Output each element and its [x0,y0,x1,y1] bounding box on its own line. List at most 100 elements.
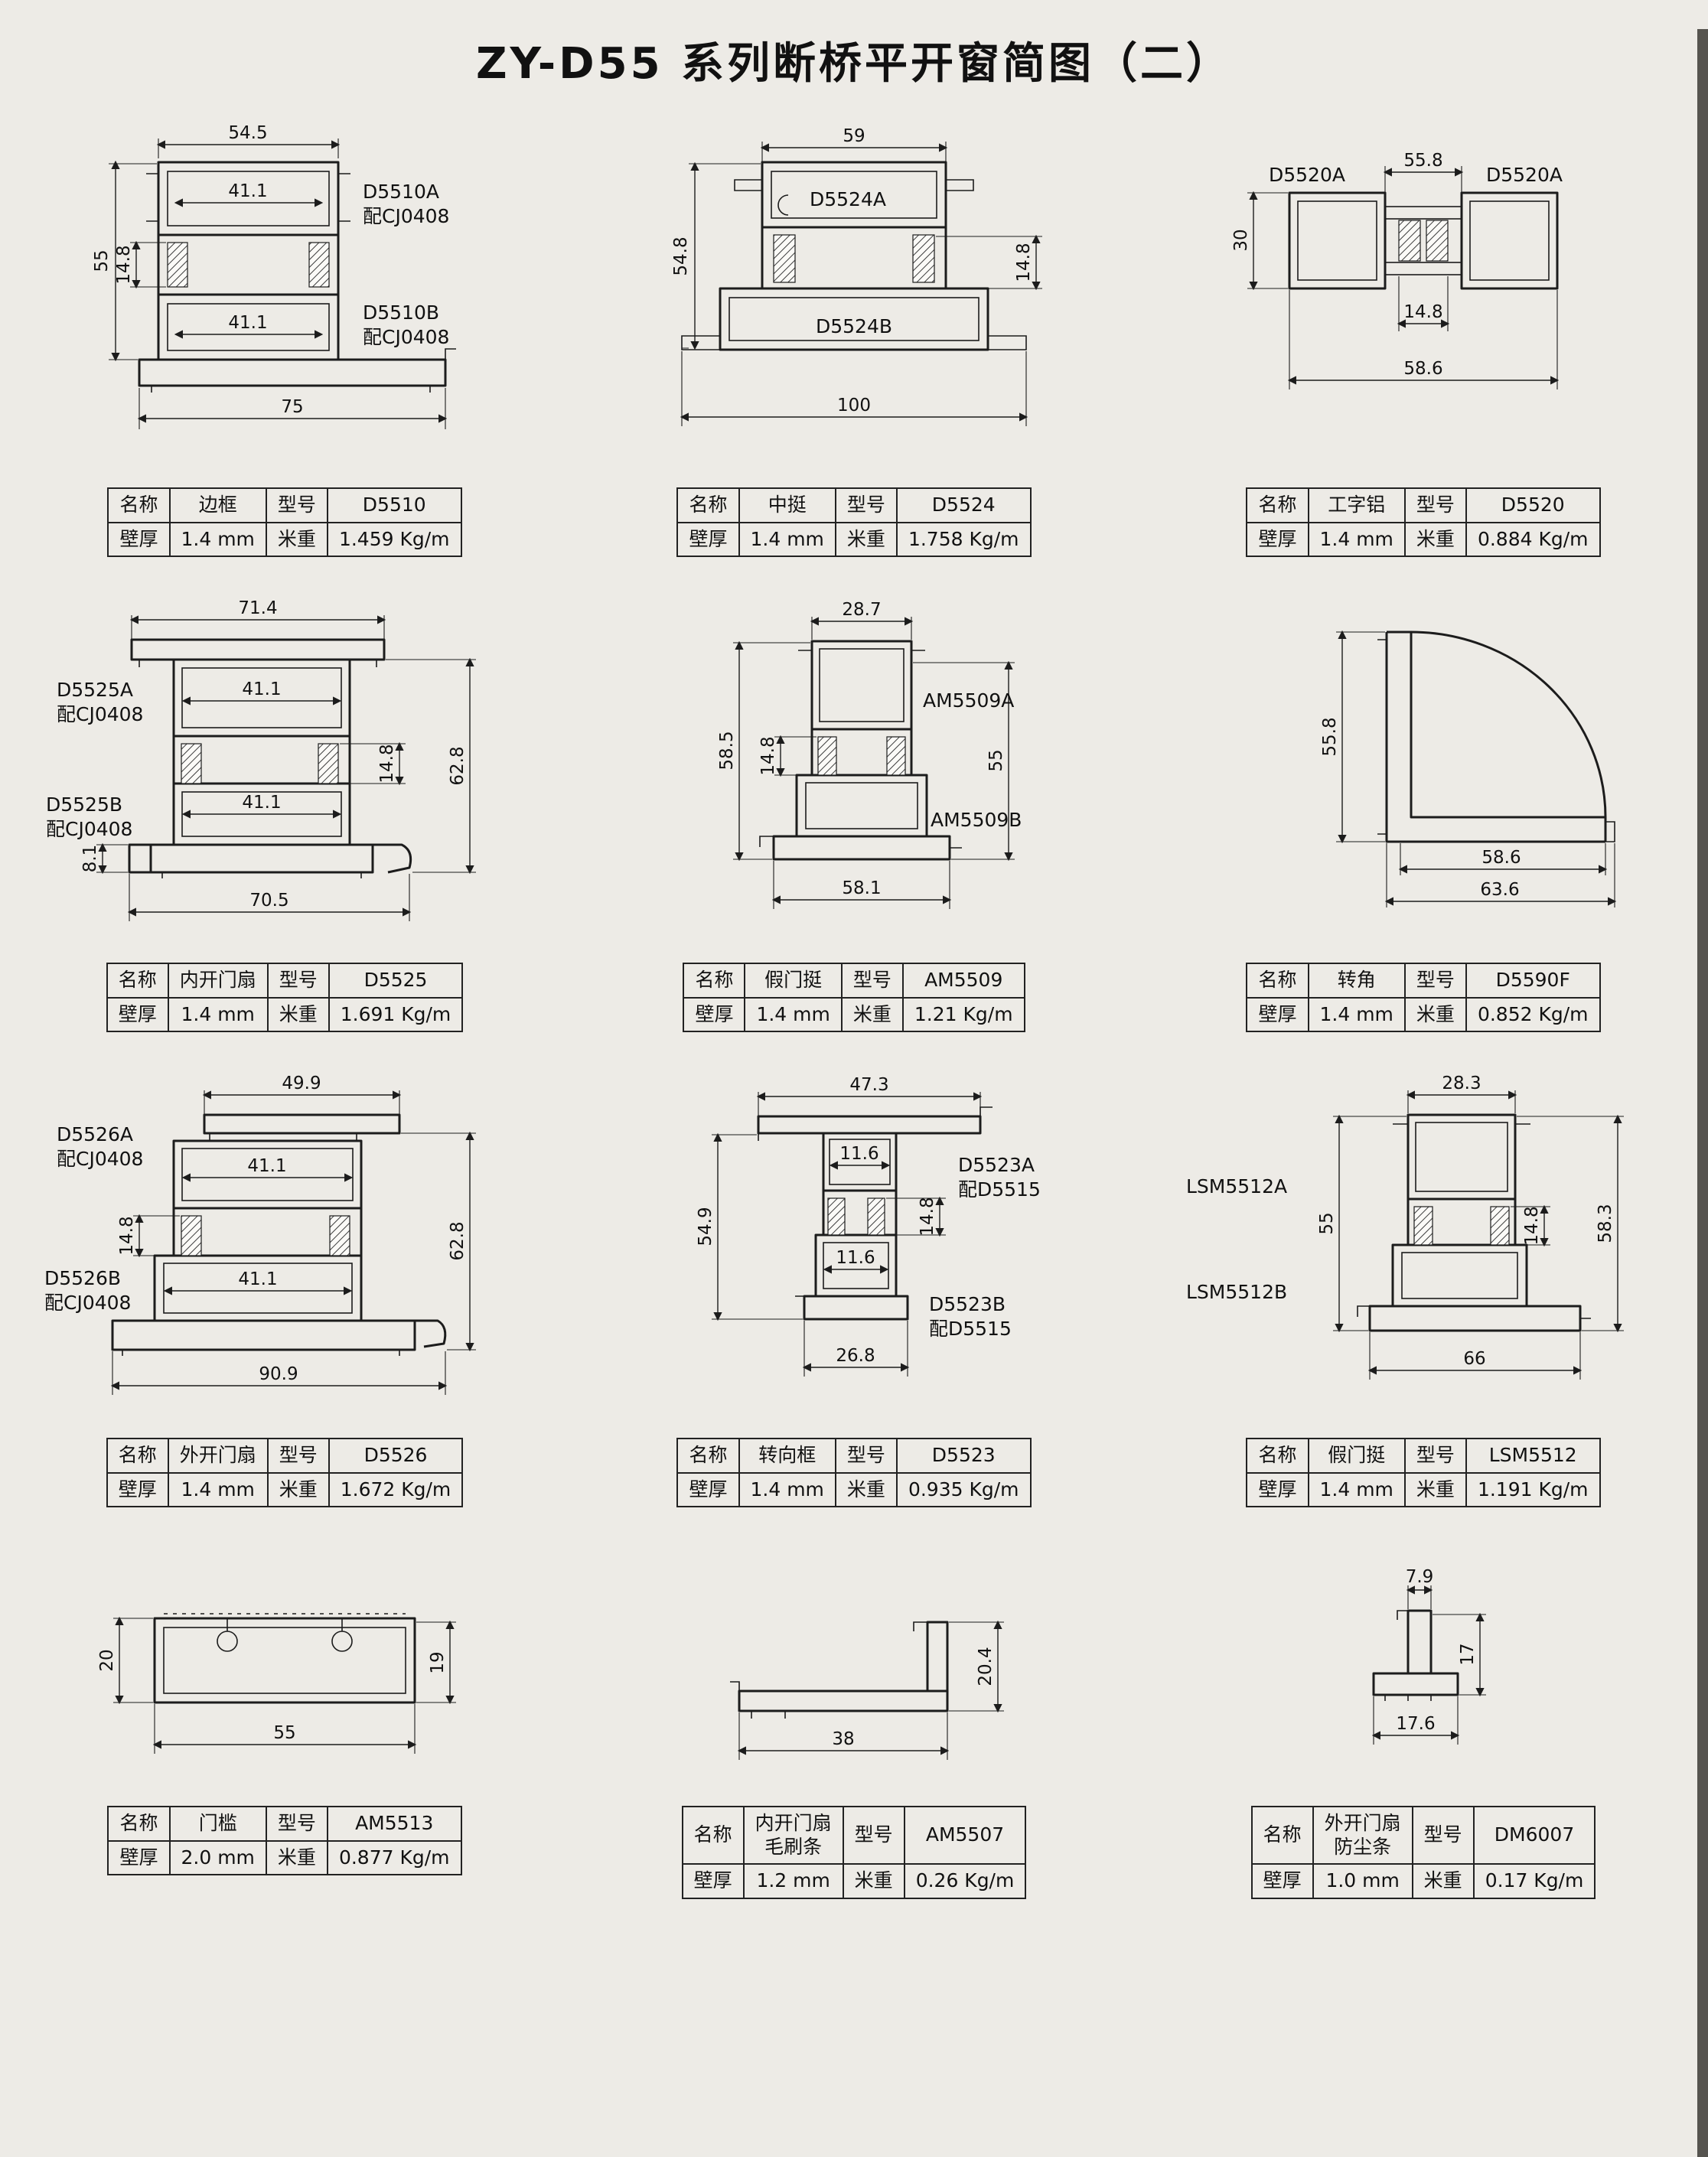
spec-name-label: 名称 [106,963,169,999]
drawing-d5524: 59 54.8 14.8 100 D5524A D5524B [671,126,1042,426]
extension-lines [712,1092,981,1377]
spec-table-d5524: 名称 中挺 型号 D5524 壁厚 1.4 mm 米重 1.758 Kg/m [676,487,1032,557]
dim-overall: 66 [1463,1349,1485,1369]
drawing-d5590f: 55.8 58.6 63.6 [1320,630,1617,907]
spec-name-value: 外开门扇 防尘条 [1312,1806,1413,1865]
dim-inner-top: 41.1 [228,181,267,201]
profile-detail [1377,639,1615,842]
thermal-break-hatch [1426,220,1449,262]
profile-outline [1372,1609,1459,1696]
dim-top: 59 [843,126,865,146]
extension-lines [733,617,1015,909]
profile-outline [111,1113,447,1351]
profile-detail [1384,1610,1432,1701]
part-labels: D5520A D5520A [1269,164,1563,186]
part-label-a1: D5526A [57,1123,133,1145]
extension-lines [96,615,476,921]
thermal-break-hatch [318,743,339,784]
dimension-lines [1335,1090,1622,1375]
spec-weight-label: 米重 [1411,1863,1475,1899]
spec-weight-value: 1.758 Kg/m [895,521,1032,557]
part-label-b2: 配CJ0408 [46,818,132,840]
dimension-lines [737,1620,1002,1755]
dimension-lines [111,140,448,423]
profile-outline [738,1621,949,1712]
spec-thickness-label: 壁厚 [106,1471,169,1507]
spec-model-value: D5510 [326,487,462,523]
dim-overall: 58.6 [1403,359,1442,379]
spec-weight-value: 0.26 Kg/m [903,1863,1027,1899]
part-label-a1: D5520A [1269,164,1345,186]
panel-dm6007: 7.9 17 17.6 名称 外开门扇 防尘条 型号 DM6007 壁厚 1.0… [1139,1527,1708,1919]
panel-d5590f: 55.8 58.6 63.6 名称 转角 型号 D5590F 壁厚 1.4 mm… [1139,577,1708,1052]
panel-d5523: 47.3 11.6 54.9 14.8 11.6 26.8 D5523A 配D5… [569,1052,1139,1527]
spec-weight-value: 0.852 Kg/m [1465,996,1601,1032]
spec-table-d5523: 名称 转向框 型号 D5523 壁厚 1.4 mm 米重 0.935 Kg/m [676,1438,1032,1507]
spec-weight-label: 米重 [834,521,898,557]
drawing-d5510: 54.5 41.1 55 14.8 41.1 75 D5510A 配CJ0408… [92,123,456,429]
spec-model-value: D5523 [895,1438,1032,1474]
spec-model-label: 型号 [265,1806,328,1842]
profile-detail [1297,200,1550,281]
profile-detail [146,171,456,393]
spec-name-value: 转角 [1307,963,1406,999]
dim-height: 54.8 [671,236,691,275]
spec-name-label: 名称 [106,1438,169,1474]
scan-edge [1697,29,1708,2157]
part-label-a1: D5525A [57,679,133,701]
spec-thickness-value: 1.2 mm [742,1863,844,1899]
drawing-dm6007: 7.9 17 17.6 [1371,1567,1486,1745]
dim-height-right: 55 [986,749,1006,771]
part-label-b1: LSM5512B [1186,1281,1287,1303]
spec-name-label: 名称 [1246,963,1309,999]
dim-break: 14.8 [117,1216,137,1255]
dim-inner-width: 58.6 [1481,848,1521,868]
spec-weight-label: 米重 [840,996,904,1032]
dimension-labels: 7.9 17 17.6 [1396,1567,1478,1734]
part-label-a1: LSM5512A [1186,1175,1287,1197]
spec-thickness-label: 壁厚 [1246,1471,1309,1507]
dim-top: 49.9 [282,1074,321,1093]
dimension-labels: 28.3 55 14.8 58.3 66 [1317,1074,1615,1369]
dim-break: 14.8 [1014,243,1034,282]
part-labels: D5526A 配CJ0408 D5526B 配CJ0408 [44,1123,143,1314]
dimension-labels: 55.8 30 14.8 58.6 [1231,151,1443,379]
part-label-a2: 配D5515 [958,1178,1041,1201]
thermal-break-hatch [1398,220,1421,262]
panel-d5524: 59 54.8 14.8 100 D5524A D5524B 名称 中挺 型号 … [569,102,1139,577]
spec-name-label: 名称 [1246,487,1309,523]
drawing-am5507: 38 20.4 [730,1620,1004,1760]
thermal-break-hatch [167,242,188,288]
dimension-labels: 47.3 11.6 54.9 14.8 11.6 26.8 [696,1075,937,1366]
spec-name-value: 转向框 [738,1438,836,1474]
spec-weight-value: 0.17 Kg/m [1472,1863,1596,1899]
spec-thickness-value: 2.0 mm [168,1839,267,1875]
spec-name-value: 假门挺 [744,963,843,999]
part-label-a2: 配CJ0408 [57,1148,143,1170]
spec-name-value: 外开门扇 [167,1438,269,1474]
spec-name-label: 名称 [1250,1806,1314,1865]
spec-model-value: D5524 [895,487,1032,523]
dim-height-right: 19 [428,1651,448,1673]
profile-detail [1357,1122,1591,1319]
thermal-break-hatch [912,234,935,283]
dimension-lines [1249,168,1560,385]
dim-top: 7.9 [1406,1567,1434,1587]
dim-overall: 58.1 [842,878,881,898]
extension-lines [1247,166,1558,389]
dim-inner-bottom: 11.6 [836,1248,875,1268]
thermal-break-hatch [329,1215,350,1256]
dim-inner-bottom: 41.1 [242,793,281,813]
spec-name-value: 中挺 [738,487,836,523]
dim-overall: 100 [837,396,871,415]
spec-table-am5513: 名称 门槛 型号 AM5513 壁厚 2.0 mm 米重 0.877 Kg/m [107,1806,462,1875]
spec-table-d5590f: 名称 转角 型号 D5590F 壁厚 1.4 mm 米重 0.852 Kg/m [1246,963,1601,1032]
spec-thickness-value: 1.4 mm [167,1471,269,1507]
spec-table-lsm5512: 名称 假门挺 型号 LSM5512 壁厚 1.4 mm 米重 1.191 Kg/… [1246,1438,1601,1507]
drawing-d5526: 49.9 41.1 14.8 62.8 41.1 90.9 D5526A 配CJ… [44,1074,476,1395]
spec-model-value: AM5513 [326,1806,462,1842]
part-labels: D5510A 配CJ0408 D5510B 配CJ0408 [363,181,449,348]
spec-table-d5510: 名称 边框 型号 D5510 壁厚 1.4 mm 米重 1.459 Kg/m [107,487,462,557]
dim-break: 14.8 [758,736,778,775]
dim-height-left: 58.5 [717,731,737,770]
